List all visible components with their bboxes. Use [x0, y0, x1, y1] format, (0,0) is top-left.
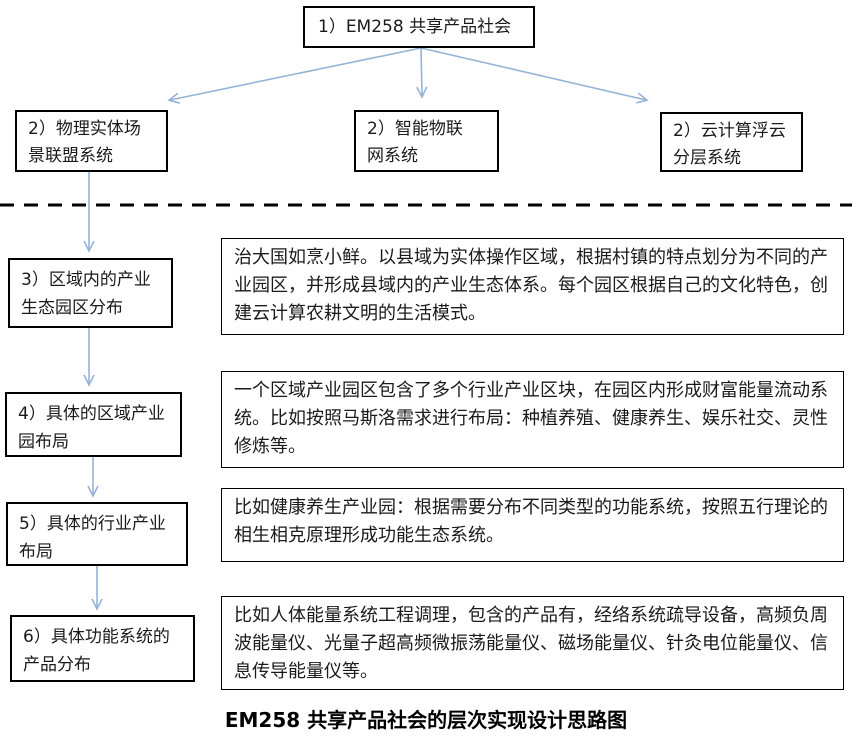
desc-text: 比如健康养生产业园：根据需要分布不同类型的功能系统，按照五行理论的相生相克原理形… [234, 497, 828, 546]
arrow-root-to-iot [416, 47, 428, 99]
node-cloud-computing-layered-system: 2）云计算浮云 分层系统 [660, 112, 803, 172]
desc-stage6: 比如人体能量系统工程调理，包含的产品有，经络系统疏导设备，高频负周波能量仪、光量… [221, 596, 844, 690]
node-label: 2）智能物联 网系统 [367, 119, 463, 166]
node-root-label: 1）EM258 共享产品社会 [318, 16, 512, 37]
node-label: 6）具体功能系统的 产品分布 [23, 627, 170, 675]
node-root: 1）EM258 共享产品社会 [303, 6, 535, 48]
node-physical-scene-alliance-system: 2）物理实体场 景联盟系统 [15, 110, 168, 172]
arrow-root-to-physical [167, 47, 422, 104]
desc-stage4: 一个区域产业园区包含了多个行业产业区块，在园区内形成财富能量流动系统。比如按照马… [221, 371, 844, 468]
node-label: 5）具体的行业产业 布局 [19, 514, 166, 562]
node-stage4-regional-industry-park-layout: 4）具体的区域产业 园布局 [5, 392, 182, 457]
node-stage3-industrial-eco-park-distribution: 3）区域内的产业 生态园区分布 [8, 258, 173, 328]
node-stage6-functional-system-product-distribution: 6）具体功能系统的 产品分布 [10, 615, 195, 682]
desc-text: 一个区域产业园区包含了多个行业产业区块，在园区内形成财富能量流动系统。比如按照马… [234, 380, 828, 457]
node-label: 4）具体的区域产业 园布局 [18, 404, 165, 452]
diagram-title: EM258 共享产品社会的层次实现设计思路图 [224, 708, 628, 732]
desc-text: 比如人体能量系统工程调理，包含的产品有，经络系统疏导设备，高频负周波能量仪、光量… [234, 605, 828, 682]
desc-stage3: 治大国如烹小鲜。以县域为实体操作区域，根据村镇的特点划分为不同的产业园区，并形成… [221, 238, 844, 335]
node-label: 2）云计算浮云 分层系统 [673, 121, 786, 168]
node-label: 2）物理实体场 景联盟系统 [28, 119, 141, 166]
desc-text: 治大国如烹小鲜。以县域为实体操作区域，根据村镇的特点划分为不同的产业园区，并形成… [234, 247, 828, 324]
arrow-root-to-cloud [420, 47, 649, 104]
node-stage5-industry-layout: 5）具体的行业产业 布局 [6, 502, 188, 566]
node-label: 3）区域内的产业 生态园区分布 [21, 270, 151, 318]
desc-stage5: 比如健康养生产业园：根据需要分布不同类型的功能系统，按照五行理论的相生相克原理形… [221, 488, 844, 562]
node-smart-iot-system: 2）智能物联 网系统 [354, 110, 499, 172]
